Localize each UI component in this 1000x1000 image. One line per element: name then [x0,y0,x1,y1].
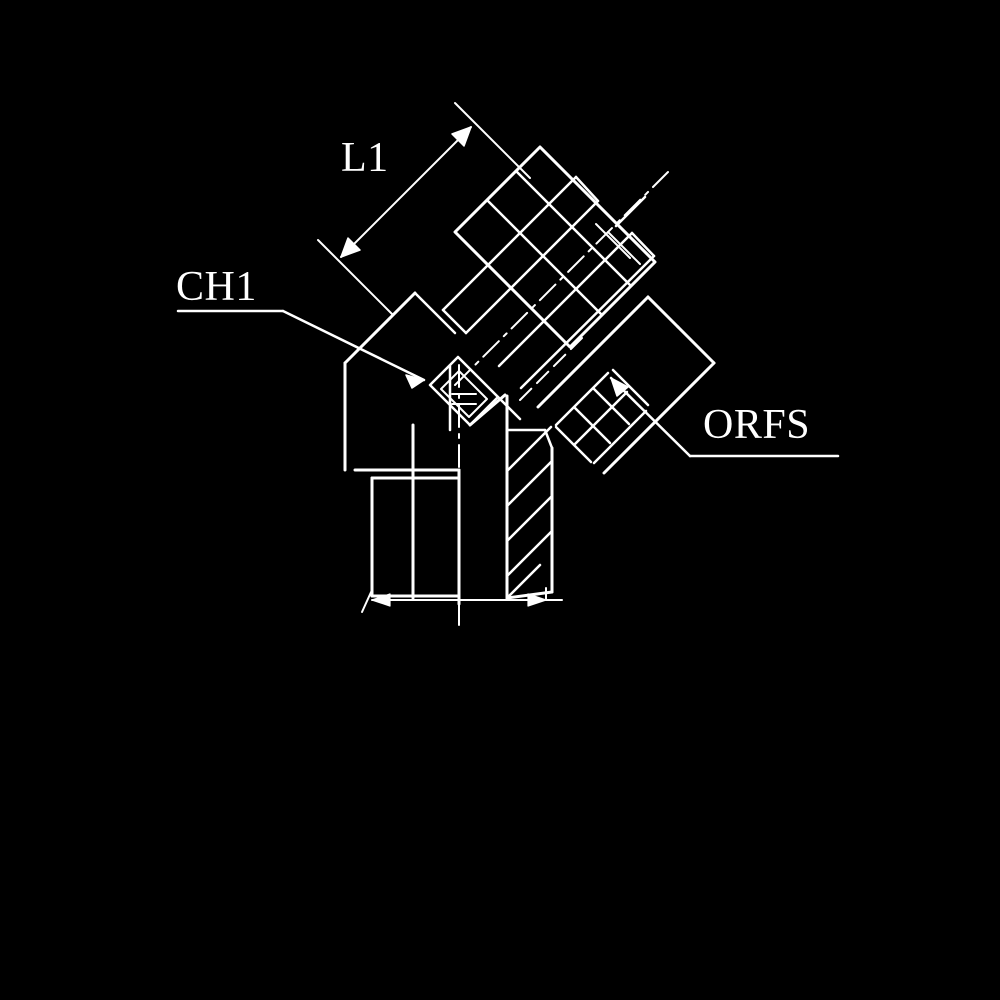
bottom-dimension [361,587,563,613]
drawing-geometry [176,102,840,626]
stud-thread-lines [506,425,553,599]
dimension-l1 [317,102,531,316]
orfs-branch [441,145,716,475]
orfs-thread-crests [554,368,650,465]
male-threaded-stud [353,425,554,606]
leader-orfs [609,376,840,458]
callout-label-orfs: ORFS [703,402,811,448]
dimension-label-l1: L1 [341,135,389,181]
callout-label-ch1: CH1 [176,264,257,310]
leader-ch1 [176,309,426,389]
